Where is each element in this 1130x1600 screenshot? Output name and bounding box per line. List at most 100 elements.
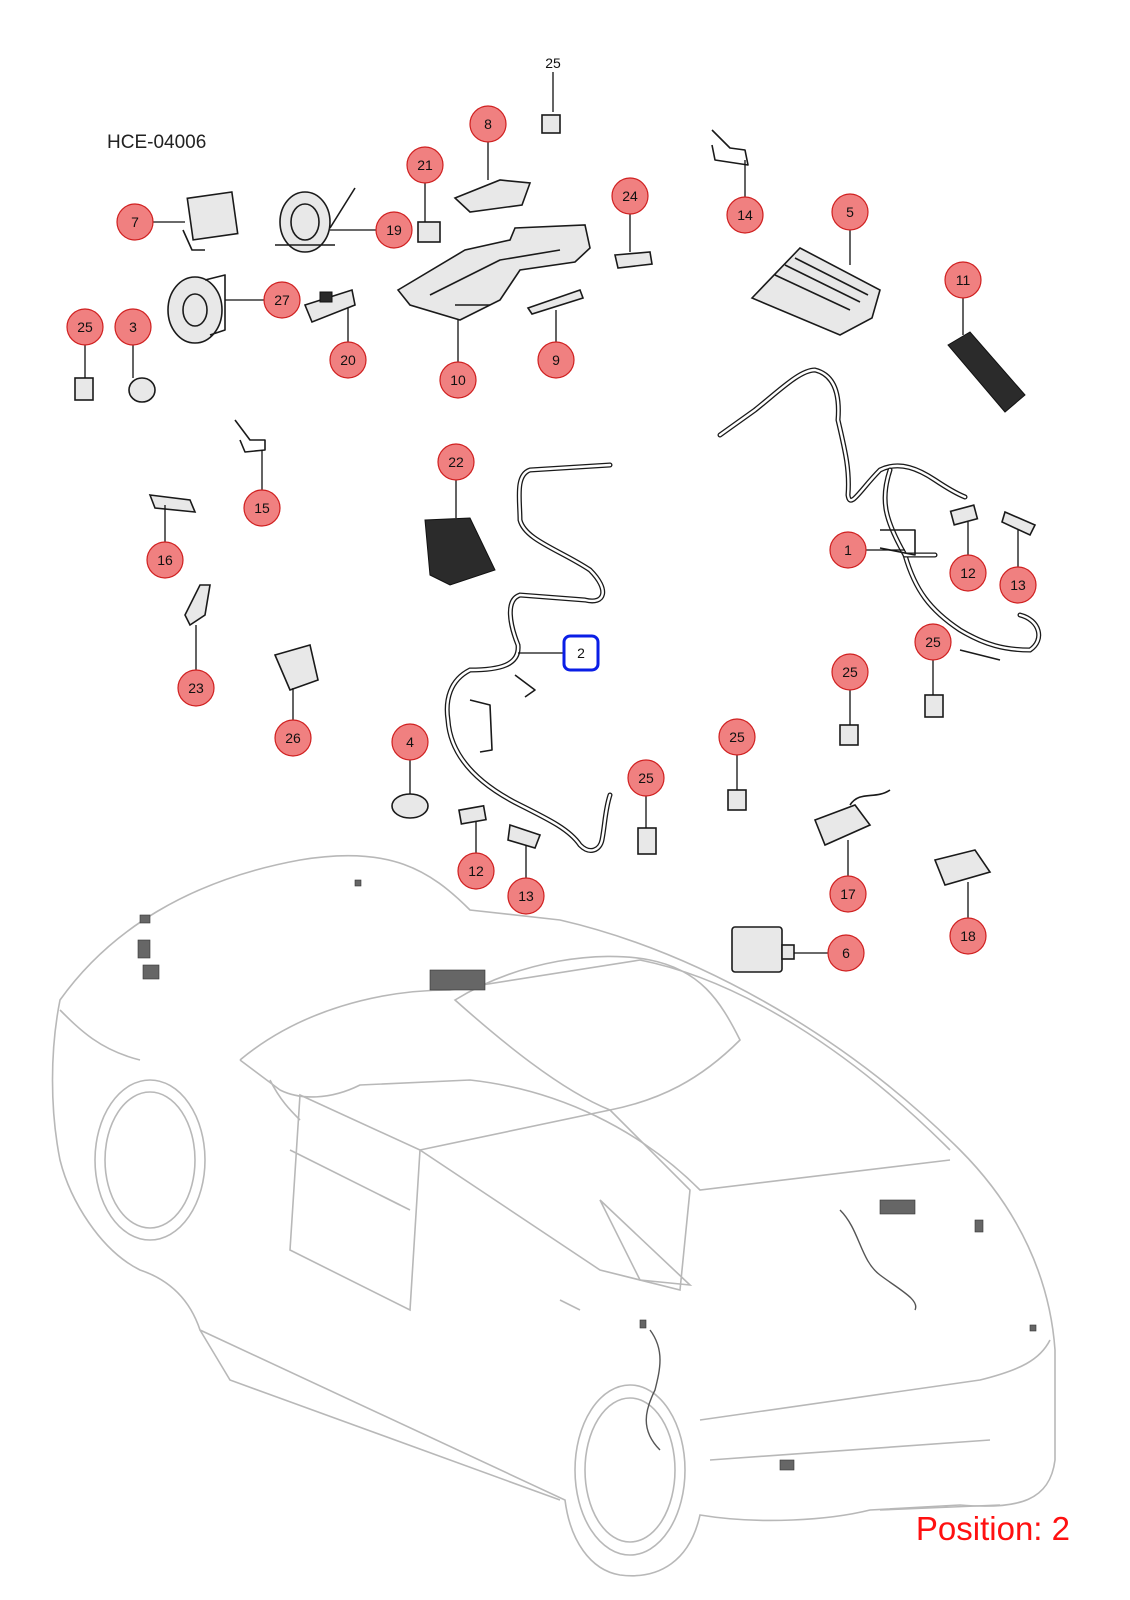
callout-25-mid-b[interactable]: 25: [627, 759, 665, 828]
callout-6-label: 6: [842, 945, 850, 961]
callout-18-label: 18: [960, 928, 976, 944]
callout-14[interactable]: 14: [726, 160, 764, 234]
part-25-mid-a: [727, 789, 747, 811]
callout-25-top[interactable]: 25: [545, 55, 561, 112]
part-25-mid-b: [637, 827, 657, 855]
part-11-module: [947, 331, 1026, 413]
callout-25-right-b-label: 25: [842, 664, 858, 680]
callout-13-bottom[interactable]: 13: [507, 845, 545, 915]
position-indicator: Position: 2: [915, 1510, 1070, 1547]
callout-7[interactable]: 7: [116, 203, 185, 241]
callout-10[interactable]: 10: [439, 320, 477, 399]
callout-22[interactable]: 22: [437, 443, 475, 518]
callout-16[interactable]: 16: [146, 505, 184, 579]
part-5-ecu: [750, 247, 881, 336]
callout-25-left[interactable]: 25: [66, 308, 104, 378]
callout-25-mid-b-label: 25: [638, 770, 654, 786]
callout-23[interactable]: 23: [177, 625, 215, 707]
part-16-sensor: [148, 494, 197, 513]
callout-8-label: 8: [484, 116, 492, 132]
callout-2-selected[interactable]: 2: [518, 634, 600, 672]
callout-25-right-a[interactable]: 25: [914, 623, 952, 695]
callout-2-label: 2: [577, 645, 585, 661]
callout-24-label: 24: [622, 188, 638, 204]
part-18-lamp: [933, 849, 992, 886]
callout-12-right[interactable]: 12: [949, 522, 987, 592]
callout-26-label: 26: [285, 730, 301, 746]
part-19-horn: [275, 187, 356, 253]
part-4-sensor: [391, 793, 429, 819]
callout-25-right-a-label: 25: [925, 634, 941, 650]
harness-2: [444, 462, 613, 853]
callout-21-label: 21: [417, 157, 433, 173]
harness-1: [717, 367, 1042, 661]
callout-13-right[interactable]: 13: [999, 530, 1037, 604]
part-20-bracket: [303, 288, 356, 324]
callout-3[interactable]: 3: [114, 308, 152, 378]
part-3-sensor: [128, 377, 156, 403]
callout-13-bottom-label: 13: [518, 888, 534, 904]
part-8-bracket: [453, 179, 532, 213]
callout-25-mid-a-label: 25: [729, 729, 745, 745]
part-7-module: [182, 191, 239, 251]
callout-12-bottom[interactable]: 12: [457, 822, 495, 890]
callout-22-label: 22: [448, 454, 464, 470]
part-12-right: [949, 504, 979, 526]
callout-25-top-label: 25: [545, 55, 561, 71]
part-26-sensor: [273, 643, 319, 692]
part-15-bracket: [234, 419, 266, 453]
part-10-overhead-console: [396, 224, 591, 321]
callout-11[interactable]: 11: [944, 261, 982, 335]
part-14-bracket: [711, 129, 749, 166]
callout-1-label: 1: [844, 542, 852, 558]
part-17-lamp: [813, 789, 891, 847]
part-12-bottom: [458, 804, 487, 825]
callout-8[interactable]: 8: [469, 105, 507, 180]
callout-27-label: 27: [274, 292, 290, 308]
part-25-right-a: [924, 694, 944, 718]
part-6-module: [731, 926, 795, 973]
callout-15[interactable]: 15: [243, 450, 281, 527]
callout-10-label: 10: [450, 372, 466, 388]
callout-27[interactable]: 27: [225, 281, 301, 319]
callout-20[interactable]: 20: [329, 308, 367, 379]
part-25-left: [74, 377, 94, 401]
callout-5[interactable]: 5: [831, 193, 869, 265]
part-21-connector: [417, 221, 441, 243]
callout-25-left-label: 25: [77, 319, 93, 335]
callout-11-label: 11: [956, 272, 971, 288]
callout-17[interactable]: 17: [829, 840, 867, 913]
callout-21[interactable]: 21: [406, 146, 444, 222]
callout-14-label: 14: [737, 207, 753, 223]
part-9-light: [526, 288, 585, 315]
callout-19[interactable]: 19: [330, 211, 413, 249]
part-13-right: [1001, 510, 1037, 537]
callout-4[interactable]: 4: [391, 723, 429, 794]
callout-15-label: 15: [254, 500, 270, 516]
callout-16-label: 16: [157, 552, 173, 568]
callout-3-label: 3: [129, 319, 137, 335]
callout-25-right-b[interactable]: 25: [831, 653, 869, 725]
part-25-right-b: [839, 724, 859, 746]
callout-12-right-label: 12: [960, 565, 976, 581]
part-24-connector: [614, 251, 653, 269]
document-code: HCE-04006: [107, 132, 207, 153]
callout-18[interactable]: 18: [949, 882, 987, 955]
callout-13-right-label: 13: [1010, 577, 1026, 593]
callout-12-bottom-label: 12: [468, 863, 484, 879]
callout-24[interactable]: 24: [611, 177, 649, 252]
callout-9-label: 9: [552, 352, 560, 368]
part-27-horn: [167, 274, 226, 344]
callout-1[interactable]: 1: [829, 531, 905, 569]
callout-20-label: 20: [340, 352, 356, 368]
callout-25-mid-a[interactable]: 25: [718, 718, 756, 790]
callout-19-label: 19: [386, 222, 402, 238]
callout-26[interactable]: 26: [274, 688, 312, 757]
part-13-bottom: [507, 823, 542, 849]
callout-17-label: 17: [840, 886, 856, 902]
callout-6[interactable]: 6: [794, 934, 865, 972]
callout-7-label: 7: [131, 214, 139, 230]
callout-9[interactable]: 9: [537, 310, 575, 379]
